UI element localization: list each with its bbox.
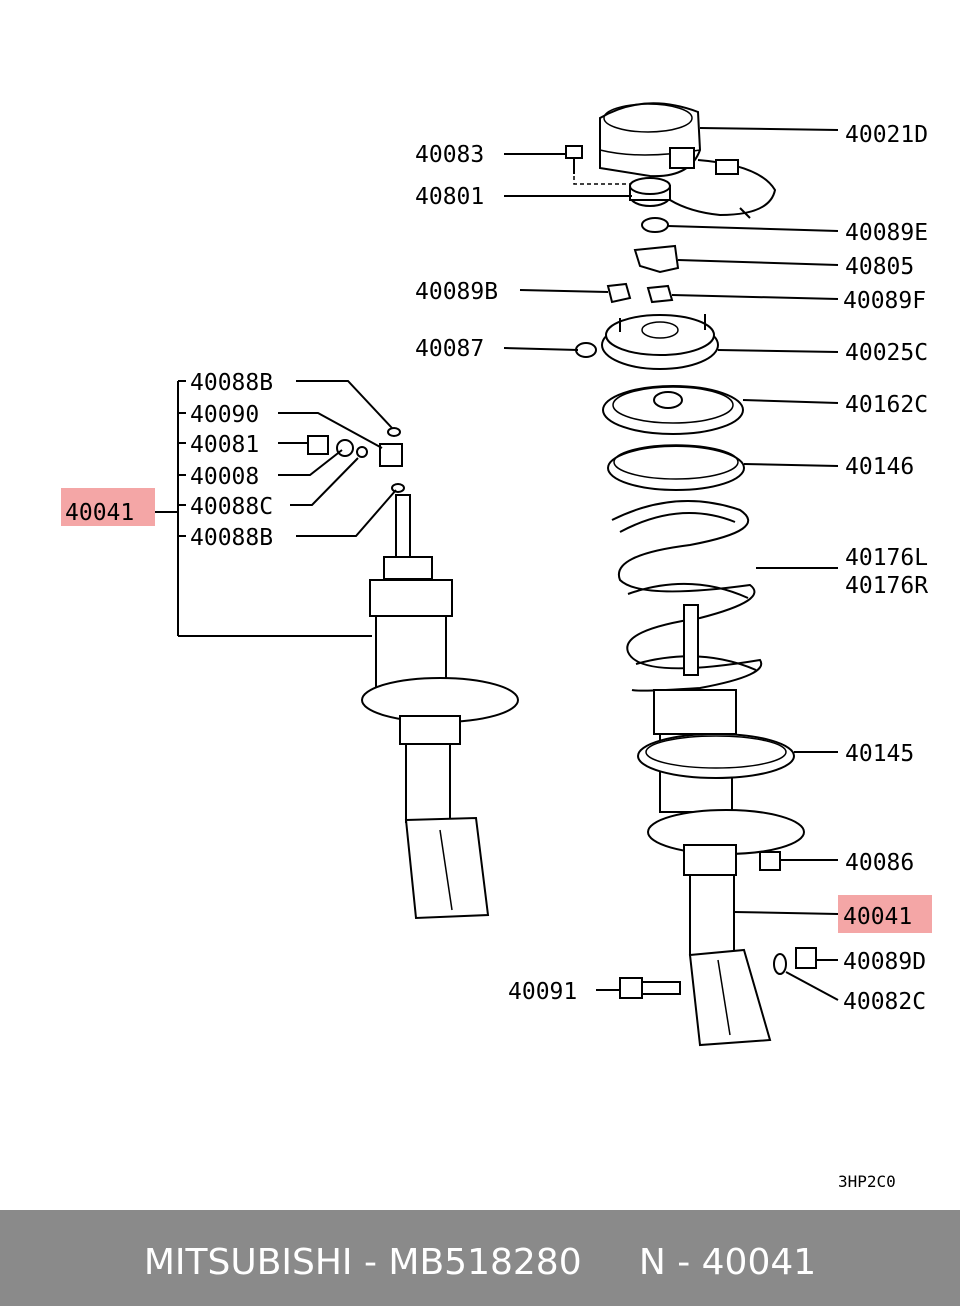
label-40021D: 40021D xyxy=(845,122,928,148)
label-40025C: 40025C xyxy=(845,340,928,366)
label-40805: 40805 xyxy=(845,254,914,280)
left-strut-assembly xyxy=(307,427,519,920)
highlight-40041-left xyxy=(61,488,155,526)
parts-diagram: 40021D 40083 40801 40089E 40805 40089B 4… xyxy=(61,102,932,1191)
label-40089B: 40089B xyxy=(415,279,498,305)
label-40088B-bottom: 40088B xyxy=(190,525,273,551)
label-40041-left: 40041 xyxy=(65,500,134,526)
highlight-40041-right xyxy=(838,895,932,933)
label-40089D: 40089D xyxy=(843,949,926,975)
label-40082C: 40082C xyxy=(843,989,926,1015)
label-40088B-top: 40088B xyxy=(190,370,273,396)
label-40008: 40008 xyxy=(190,464,259,490)
label-40087: 40087 xyxy=(415,336,484,362)
label-40176L: 40176L xyxy=(845,545,928,571)
label-40145: 40145 xyxy=(845,741,914,767)
label-40091: 40091 xyxy=(508,979,577,1005)
footer-part-number: MITSUBISHI - MB518280 N - 40041 xyxy=(143,1242,817,1283)
label-40081: 40081 xyxy=(190,432,259,458)
label-40176R: 40176R xyxy=(845,573,928,599)
label-40083: 40083 xyxy=(415,142,484,168)
label-40088C: 40088C xyxy=(190,494,273,520)
label-40162C: 40162C xyxy=(845,392,928,418)
label-40801: 40801 xyxy=(415,184,484,210)
right-strut-assembly xyxy=(565,102,817,1047)
label-40146: 40146 xyxy=(845,454,914,480)
diagram-code: 3HP2C0 xyxy=(838,1172,896,1191)
label-40041-right: 40041 xyxy=(843,904,912,930)
label-40089E: 40089E xyxy=(845,220,928,246)
label-40090: 40090 xyxy=(190,402,259,428)
leader-lines xyxy=(155,127,839,1001)
label-40089F: 40089F xyxy=(843,288,926,314)
footer-bar: MITSUBISHI - MB518280 N - 40041 xyxy=(0,1210,960,1306)
label-40086: 40086 xyxy=(845,850,914,876)
